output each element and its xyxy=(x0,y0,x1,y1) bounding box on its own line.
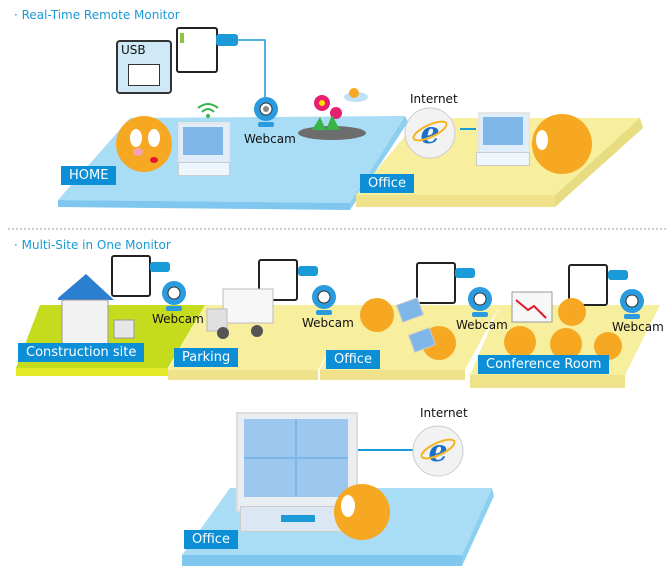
laptop-screen xyxy=(183,127,223,155)
location-label-home: HOME xyxy=(61,166,117,185)
wifi-icon xyxy=(197,103,219,118)
truck-icon xyxy=(206,288,274,339)
usb-dongle xyxy=(216,34,238,46)
flower-scene-icon xyxy=(298,88,368,140)
mascot-icon xyxy=(334,484,390,540)
site-label-parking: Parking xyxy=(174,348,239,367)
house-icon xyxy=(58,274,135,345)
internet-label: Internet xyxy=(420,406,468,420)
webcam-label: Webcam xyxy=(244,132,296,146)
webcam-label: Webcam xyxy=(456,318,508,332)
view-office xyxy=(297,419,348,457)
multi-view-screen xyxy=(244,419,348,497)
usb-dongle xyxy=(298,266,318,276)
webcam-icon xyxy=(254,97,278,127)
location-label-office: Office xyxy=(360,174,414,193)
view-parking xyxy=(297,459,348,497)
location-label-office-bottom: Office xyxy=(184,530,238,549)
webcam-icon xyxy=(312,285,336,315)
section-title-multisite: · Multi-Site in One Monitor xyxy=(14,238,171,252)
laptop-office xyxy=(478,112,530,154)
internet-explorer-icon: e xyxy=(404,107,456,159)
mascot-icon xyxy=(532,114,592,174)
usb-port-inset: USB xyxy=(116,40,172,94)
svg-text:e: e xyxy=(428,434,447,469)
internet-label: Internet xyxy=(410,92,458,106)
internet-explorer-icon: e xyxy=(412,425,464,477)
router-device xyxy=(176,27,218,73)
site-label-construction: Construction site xyxy=(18,343,145,362)
laptop-home xyxy=(178,122,230,164)
webcam-icon xyxy=(620,289,644,319)
laptop-keyboard xyxy=(476,152,530,166)
view-conference xyxy=(244,459,295,497)
site-label-conference: Conference Room xyxy=(478,355,610,374)
usb-dongle xyxy=(608,270,628,280)
view-construction xyxy=(244,419,295,457)
mascot-icon xyxy=(116,116,172,172)
conference-mascots-icon xyxy=(504,291,622,360)
section-title-realtime: · Real-Time Remote Monitor xyxy=(14,8,180,22)
usb-port-icon xyxy=(128,64,160,86)
usb-dongle xyxy=(455,268,475,278)
site-label-office: Office xyxy=(326,350,380,369)
touchpad xyxy=(281,515,315,522)
webcam-icon xyxy=(162,281,186,311)
webcam-label: Webcam xyxy=(302,316,354,330)
usb-dongle xyxy=(150,262,170,272)
webcam-icon xyxy=(468,287,492,317)
router-device xyxy=(416,262,456,304)
router-led-icon xyxy=(180,33,184,43)
router-device xyxy=(111,255,151,297)
section-divider xyxy=(8,228,666,230)
svg-text:e: e xyxy=(420,116,439,151)
webcam-label: Webcam xyxy=(152,312,204,326)
monitor-laptop xyxy=(236,412,358,512)
laptop-keyboard xyxy=(178,162,230,176)
mascots-office-icon xyxy=(360,297,456,360)
webcam-label: Webcam xyxy=(612,320,664,334)
laptop-screen xyxy=(483,117,523,145)
usb-label: USB xyxy=(121,43,146,57)
